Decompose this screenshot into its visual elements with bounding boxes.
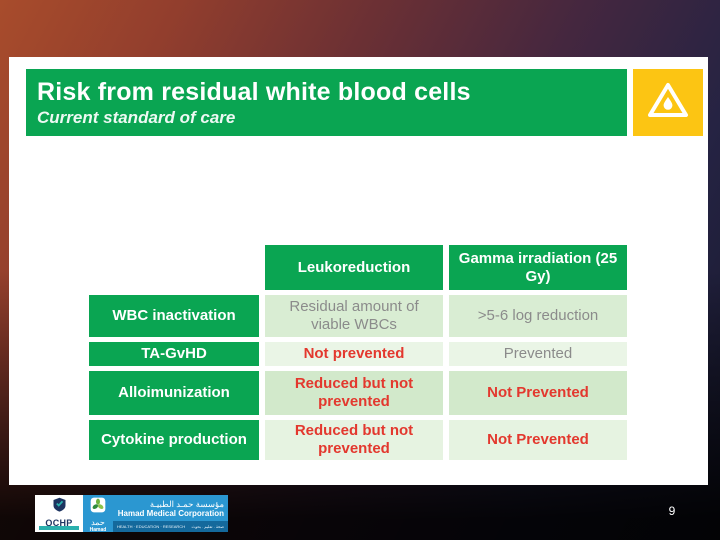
cell-tagvhd-gamma: Prevented bbox=[449, 342, 627, 366]
row-header-cytokine-production: Cytokine production bbox=[89, 420, 259, 460]
qchp-accreditation-strip bbox=[39, 526, 79, 530]
cell-wbc-leukoreduction: Residual amount of viable WBCs bbox=[265, 295, 443, 337]
column-header-gamma-irradiation: Gamma irradiation (25 Gy) bbox=[449, 245, 627, 290]
row-header-wbc-inactivation: WBC inactivation bbox=[89, 295, 259, 337]
page-subtitle: Current standard of care bbox=[37, 108, 236, 127]
row-header-alloimunization: Alloimunization bbox=[89, 371, 259, 415]
table-row: Cytokine production Reduced but not prev… bbox=[89, 420, 627, 460]
table-row: WBC inactivation Residual amount of viab… bbox=[89, 295, 627, 337]
blood-drop-warning-icon bbox=[644, 76, 692, 129]
row-header-ta-gvhd: TA-GvHD bbox=[89, 342, 259, 366]
hamad-english-label: Hamad bbox=[89, 527, 107, 533]
page-title: Risk from residual white blood cells bbox=[37, 78, 471, 106]
qchp-shield-icon bbox=[52, 497, 67, 517]
qchp-label: QCHP bbox=[45, 518, 73, 528]
title-bar: Risk from residual white blood cells Cur… bbox=[26, 69, 627, 136]
footer-logos: QCHP حمد Hamad مؤسسة حمـد الطبيـة Hamad … bbox=[35, 495, 228, 533]
cell-cytokine-leukoreduction: Reduced but not prevented bbox=[265, 420, 443, 460]
org-name-english: Hamad Medical Corporation bbox=[117, 509, 224, 518]
cell-allo-gamma: Not Prevented bbox=[449, 371, 627, 415]
table-row: Alloimunization Reduced but not prevente… bbox=[89, 371, 627, 415]
cell-tagvhd-leukoreduction: Not prevented bbox=[265, 342, 443, 366]
table-row: TA-GvHD Not prevented Prevented bbox=[89, 342, 627, 366]
hamad-arabic-label: حمد bbox=[91, 518, 105, 527]
table-header-row: Leukoreduction Gamma irradiation (25 Gy) bbox=[89, 245, 627, 290]
hamad-leaf-icon bbox=[90, 497, 106, 518]
column-header-leukoreduction: Leukoreduction bbox=[265, 245, 443, 290]
empty-corner-cell bbox=[89, 245, 259, 290]
tagline-english: HEALTH · EDUCATION · RESEARCH bbox=[117, 524, 186, 529]
content-panel: Risk from residual white blood cells Cur… bbox=[9, 57, 708, 485]
page-number: 9 bbox=[668, 504, 676, 518]
hmc-banner-top: مؤسسة حمـد الطبيـة Hamad Medical Corpora… bbox=[113, 495, 228, 521]
cell-wbc-gamma: >5-6 log reduction bbox=[449, 295, 627, 337]
risk-comparison-table: Leukoreduction Gamma irradiation (25 Gy)… bbox=[83, 240, 633, 465]
cell-cytokine-gamma: Not Prevented bbox=[449, 420, 627, 460]
hamad-emblem: حمد Hamad bbox=[83, 495, 113, 533]
hmc-banner: مؤسسة حمـد الطبيـة Hamad Medical Corpora… bbox=[113, 495, 228, 532]
cell-allo-leukoreduction: Reduced but not prevented bbox=[265, 371, 443, 415]
warning-badge bbox=[633, 69, 703, 136]
hmc-banner-tagline: HEALTH · EDUCATION · RESEARCH صحة . تعلي… bbox=[113, 521, 228, 532]
tagline-arabic: صحة . تعليم . بحوث bbox=[191, 524, 224, 529]
qchp-logo: QCHP bbox=[35, 495, 83, 532]
org-name-arabic: مؤسسة حمـد الطبيـة bbox=[149, 499, 224, 509]
